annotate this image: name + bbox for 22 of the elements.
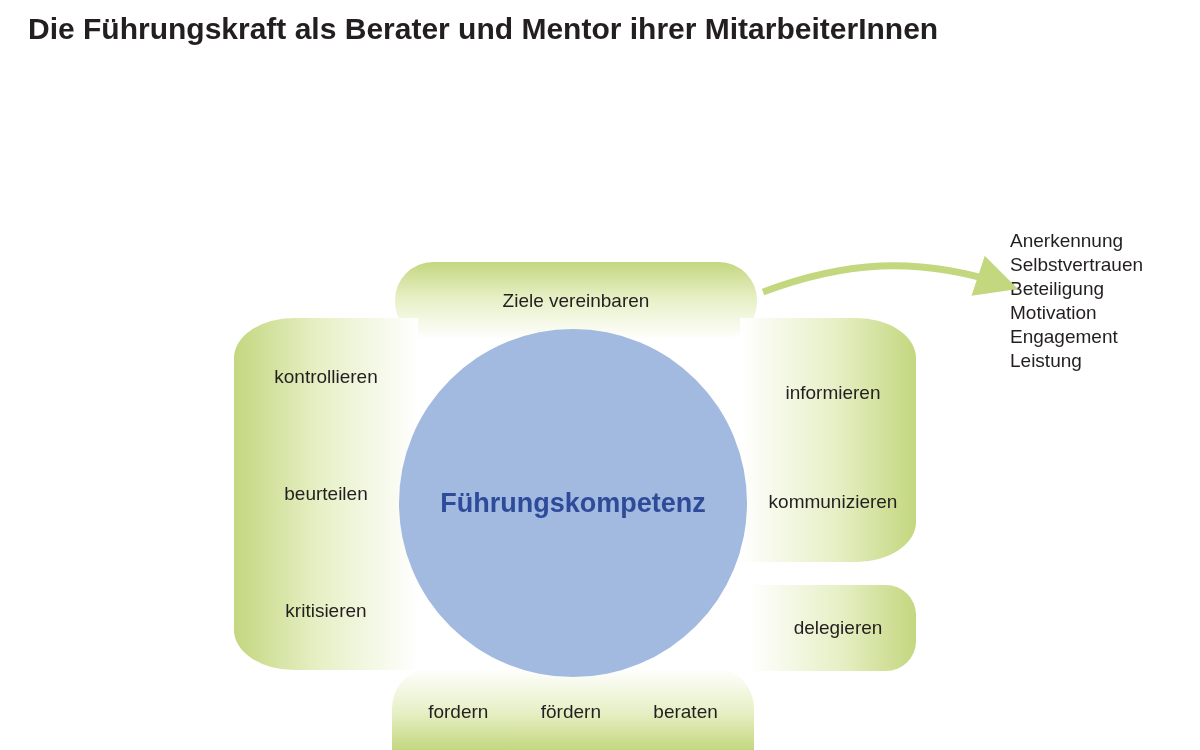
circle-label: Führungskompetenz — [440, 487, 706, 519]
task-label: beurteilen — [284, 483, 368, 505]
gradient-band — [234, 318, 418, 670]
outcome-text: Selbstvertrauen — [1010, 253, 1144, 277]
outcome-text: Motivation — [1010, 301, 1098, 325]
task-label: delegieren — [793, 617, 883, 639]
task-label: Ziele vereinbaren — [502, 290, 650, 312]
outcome-text: Beteiligung — [1010, 277, 1106, 301]
gradient-band — [740, 318, 916, 562]
task-label: beraten — [653, 701, 718, 723]
task-label: fördern — [540, 701, 601, 723]
task-label: kontrollieren — [274, 365, 378, 388]
task-label: informieren — [785, 381, 881, 404]
outcome-text: Engagement — [1010, 325, 1119, 349]
outcome-text: Leistung — [1010, 349, 1083, 373]
task-label: kommunizieren — [768, 490, 898, 513]
task-label: fordern — [428, 701, 489, 723]
curved-arrow — [761, 256, 1019, 297]
task-label: kritisieren — [285, 600, 367, 623]
diagram-title: Die Führungskraft als Berater und Mentor ihrer MitarbeiterInnen — [28, 12, 939, 46]
gradient-band — [392, 668, 754, 750]
outcome-text: Anerkennung — [1010, 229, 1125, 253]
